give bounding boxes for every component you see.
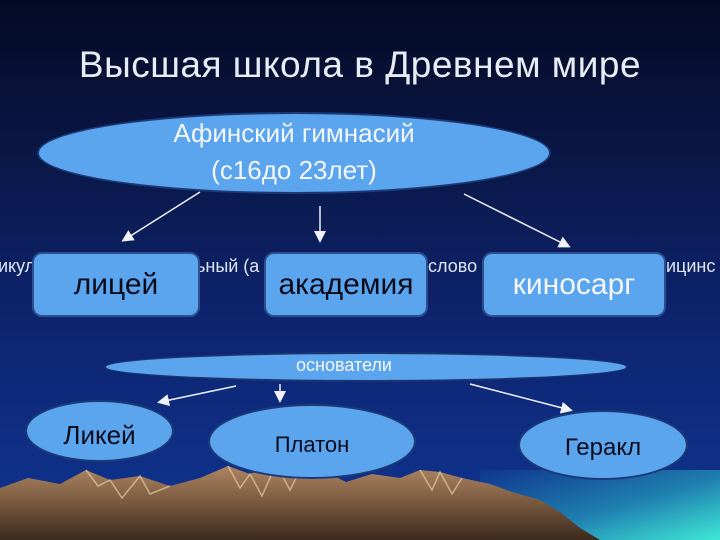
founder-node-likey: Ликей [25,400,174,462]
founders-label: основатели [296,355,392,375]
school-box-kinosarg: киносарг [482,252,666,317]
school-box-academy: академия [264,252,428,317]
school-box-lyceum: лицей [32,252,200,317]
slide-title: Высшая школа в Древнем мире [78,44,642,85]
gymnasium-age-range: (с16до 23лет) [211,155,377,185]
founder-node-gerakl: Геракл [518,410,688,480]
arrow-to-gerakl [469,383,573,414]
school-label-academy: академия [278,267,414,301]
founders-node [104,352,628,382]
arrow-to-likey [157,385,237,407]
arrow-to-lyceum [121,191,201,242]
bg-text-fragment-4: ицинс [666,256,716,276]
school-label-kinosarg: киносарг [512,267,636,301]
bg-text-fragment-1: икул [0,256,36,276]
founder-name-gerakl: Геракл [564,434,642,461]
athens-gymnasium-node: Афинский гимнасий (с16до 23лет) [37,112,551,194]
bg-text-fragment-2: ьный (а [196,256,260,276]
founder-name-likey: Ликей [63,420,136,450]
gymnasium-title: Афинский гимнасий [173,118,415,148]
bg-text-fragment-3: слово [428,256,478,276]
founder-name-platon: Платон [274,432,350,457]
mountain-highlights [85,462,463,500]
founder-node-platon: Платон [208,404,416,479]
school-label-lyceum: лицей [73,267,159,301]
arrow-to-kinosarg [463,193,571,248]
mountains [0,464,600,540]
